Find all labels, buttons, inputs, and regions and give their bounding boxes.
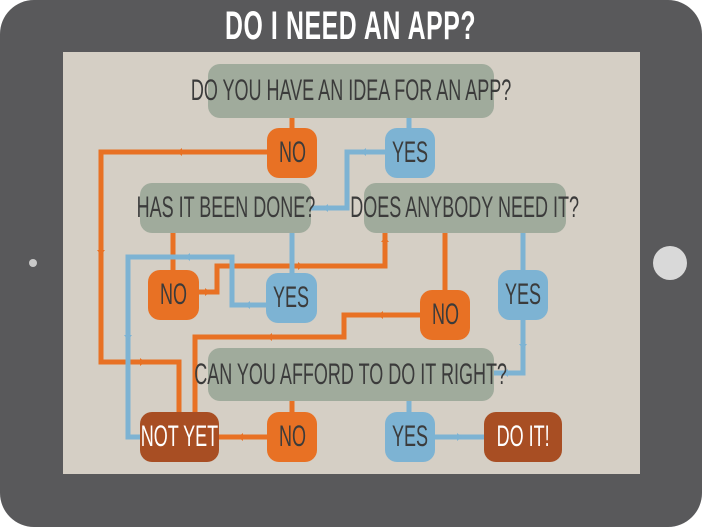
question-need: DOES ANYBODY NEED IT? — [351, 183, 579, 233]
need-yes-node: YES — [498, 270, 548, 320]
connector-need-no-to-not-yet — [192, 312, 420, 412]
flowchart-canvas — [63, 52, 640, 474]
do-it-node: DO IT! — [484, 412, 562, 462]
arrow-icon — [361, 148, 366, 156]
arrow-icon — [378, 311, 383, 319]
need-no-node: NO — [420, 290, 470, 340]
arrow-icon — [140, 358, 145, 366]
idea-yes-node: YES — [385, 128, 435, 178]
do-it-label: DO IT! — [496, 420, 550, 453]
connector-done-no-to-need — [199, 233, 388, 295]
afford-yes-node: YES — [385, 412, 435, 462]
afford-no-label: NO — [278, 420, 306, 453]
arrow-icon — [381, 237, 389, 242]
question-done: HAS IT BEEN DONE? — [136, 183, 315, 233]
camera-dot — [29, 259, 37, 267]
idea-no-label: NO — [278, 136, 306, 169]
done-no-label: NO — [160, 278, 187, 311]
arrow-icon — [457, 433, 462, 441]
need-yes-label: YES — [504, 278, 542, 311]
need-no-label: NO — [431, 298, 459, 331]
idea-no-node: NO — [267, 128, 317, 178]
arrow-icon — [298, 262, 303, 270]
page-title: DO I NEED AN APP? — [0, 2, 702, 50]
arrow-icon — [124, 335, 132, 340]
arrow-icon — [185, 253, 190, 261]
afford-yes-label: YES — [391, 420, 429, 453]
connector-done-yes-to-not-yet — [125, 254, 266, 440]
arrow-icon — [205, 288, 210, 296]
arrow-icon — [503, 369, 508, 377]
connector-idea-no-to-not-yet — [98, 149, 267, 412]
not-yet-label: NOT YET — [140, 420, 219, 453]
afford-no-node: NO — [267, 412, 317, 462]
question-afford-label: CAN YOU AFFORD TO DO IT RIGHT? — [194, 357, 508, 391]
arrow-icon — [323, 204, 328, 212]
question-idea: DO YOU HAVE AN IDEA FOR AN APP? — [191, 64, 511, 118]
not-yet-node: NOT YET — [140, 412, 219, 462]
arrow-icon — [97, 250, 105, 255]
arrow-icon — [177, 148, 182, 156]
home-button — [653, 246, 687, 280]
arrow-icon — [238, 433, 243, 441]
done-yes-label: YES — [273, 281, 310, 314]
done-yes-node: YES — [266, 273, 317, 323]
arrow-icon — [267, 333, 272, 341]
arrow-icon — [519, 344, 527, 349]
question-need-label: DOES ANYBODY NEED IT? — [350, 191, 580, 224]
question-done-label: HAS IT BEEN DONE? — [136, 191, 315, 224]
arrow-icon — [245, 301, 250, 309]
idea-yes-label: YES — [391, 136, 429, 169]
done-no-node: NO — [148, 270, 199, 320]
question-afford: CAN YOU AFFORD TO DO IT RIGHT? — [195, 348, 507, 401]
question-idea-label: DO YOU HAVE AN IDEA FOR AN APP? — [190, 74, 512, 107]
title-text: DO I NEED AN APP? — [225, 4, 477, 48]
